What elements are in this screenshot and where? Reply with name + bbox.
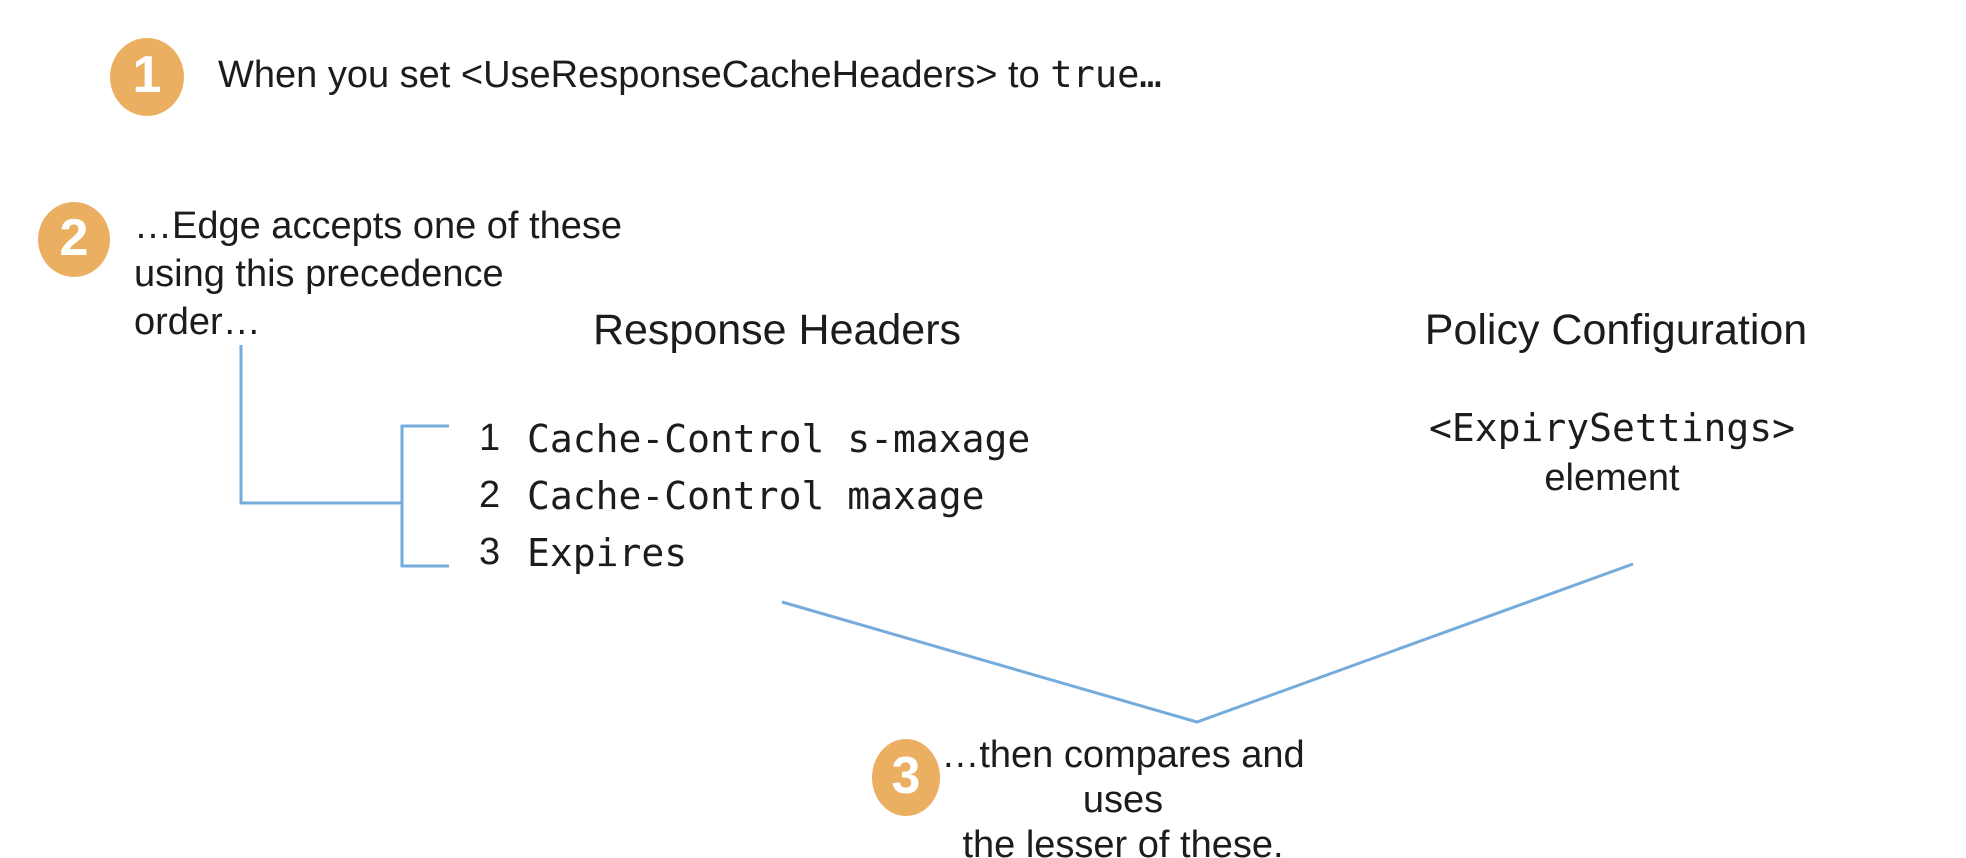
step-1-text-middle: to xyxy=(997,54,1051,96)
step-1-code-tag: <UseResponseCacheHeaders> xyxy=(460,54,998,96)
step-2-line-2: using this precedence xyxy=(134,253,504,295)
list-item-rank: 3 xyxy=(479,531,501,573)
step-2-text: …Edge accepts one of these using this pr… xyxy=(134,202,622,346)
step-2-badge: 2 xyxy=(38,202,110,277)
list-item-label: Cache-Control s-maxage xyxy=(527,416,1031,461)
list-item: 2 Cache-Control maxage xyxy=(479,467,1030,524)
list-item-label: Cache-Control maxage xyxy=(527,473,985,518)
policy-configuration-title: Policy Configuration xyxy=(1424,306,1808,354)
list-item-rank: 1 xyxy=(479,417,501,459)
list-item: 1 Cache-Control s-maxage xyxy=(479,410,1030,467)
expiry-settings-caption: element xyxy=(1544,457,1680,499)
precedence-connector-line xyxy=(239,345,402,505)
step-1-text: When you set <UseResponseCacheHeaders> t… xyxy=(218,52,1162,98)
step-1-number: 1 xyxy=(132,46,162,104)
expiry-settings-code: <ExpirySettings> xyxy=(1428,406,1796,450)
step-1-code-value: true… xyxy=(1050,53,1162,96)
list-item-rank: 2 xyxy=(479,474,501,516)
step-3-line-2: the lesser of these. xyxy=(962,824,1284,858)
response-headers-list: 1 Cache-Control s-maxage 2 Cache-Control… xyxy=(479,410,1030,581)
response-headers-title: Response Headers xyxy=(592,306,962,354)
step-3-line-1: …then compares and uses xyxy=(941,734,1305,821)
step-2-number: 2 xyxy=(59,208,89,267)
list-item: 3 Expires xyxy=(479,524,1030,581)
list-item-label: Expires xyxy=(527,530,688,575)
step-3-badge: 3 xyxy=(872,739,940,816)
list-bracket-line xyxy=(400,424,449,568)
step-3-number: 3 xyxy=(891,746,921,805)
step-2-line-3: order… xyxy=(134,301,261,343)
step-2-line-1: …Edge accepts one of these xyxy=(134,205,622,247)
expiry-settings-block: <ExpirySettings> element xyxy=(1402,404,1822,500)
step-1-text-prefix: When you set xyxy=(218,54,461,96)
step-1-badge: 1 xyxy=(110,38,184,116)
step-3-text: …then compares and uses the lesser of th… xyxy=(908,733,1338,858)
compare-v-line xyxy=(781,562,1634,724)
